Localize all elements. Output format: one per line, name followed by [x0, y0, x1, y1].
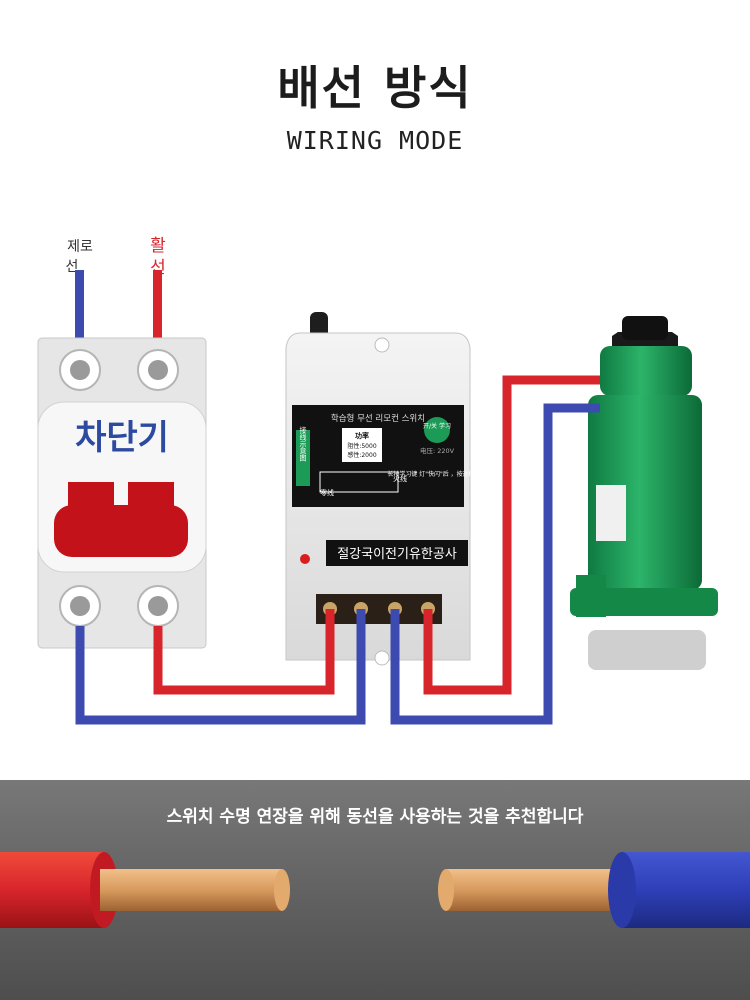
- svg-text:절강국이전기유한공사: 절강국이전기유한공사: [337, 547, 457, 562]
- svg-text:火线: 火线: [393, 474, 407, 483]
- red-copper-cable: [0, 852, 290, 928]
- side-text: 接线示意图: [299, 426, 307, 463]
- mount-hole-bottom: [374, 650, 390, 666]
- page-subtitle: WIRING MODE: [286, 126, 464, 155]
- svg-text:长按学习键 灯"快闪"后 ，按遥控学习: 长按学习键 灯"快闪"后 ，按遥控学习: [387, 470, 486, 478]
- mount-hole-top: [374, 337, 390, 353]
- page-title: 배선 방식: [277, 61, 473, 115]
- svg-text:功率: 功率: [355, 431, 369, 440]
- neutral-in-wire: [75, 270, 84, 370]
- live-wire-controller-to-pump: [423, 375, 600, 695]
- recommendation-text: 스위치 수명 연장을 위해 동선을 사용하는 것을 추천합니다: [166, 807, 584, 827]
- neutral-wire-controller-to-pump: [390, 403, 600, 725]
- svg-text:阻性:5000: 阻性:5000: [347, 442, 376, 450]
- wiring-schematic: [319, 471, 399, 493]
- svg-text:학습형 무선 리모컨 스위치: 학습형 무선 리모컨 스위치: [331, 413, 425, 424]
- copper-cables-illustration: [0, 852, 750, 928]
- neutral-wire-breaker-to-controller: [75, 609, 366, 725]
- blue-copper-cable: [438, 852, 750, 928]
- live-in-wire: [153, 270, 162, 370]
- status-led: [300, 554, 310, 564]
- breaker-label: 차단기: [75, 418, 169, 458]
- water-pump: [570, 316, 718, 670]
- live-wire-breaker-to-controller: [153, 609, 335, 695]
- svg-text:零线: 零线: [320, 488, 334, 497]
- live-label-line1: 활: [150, 236, 166, 256]
- learn-button: [424, 417, 450, 443]
- breaker-lever: [54, 505, 188, 557]
- neutral-label-line1: 제로: [67, 239, 93, 255]
- svg-text:电压: 220V: 电压: 220V: [420, 446, 455, 455]
- svg-text:感性:2000: 感性:2000: [347, 451, 376, 459]
- pump-nameplate: [596, 485, 626, 541]
- circuit-breaker: 차단기: [37, 337, 207, 649]
- remote-switch-controller: 학습형 무선 리모컨 스위치 接线示意图 功率 阻性:5000 感性:2000 …: [285, 332, 487, 666]
- svg-text:开/关 学习: 开/关 学习: [423, 422, 451, 430]
- company-plate: [326, 540, 468, 566]
